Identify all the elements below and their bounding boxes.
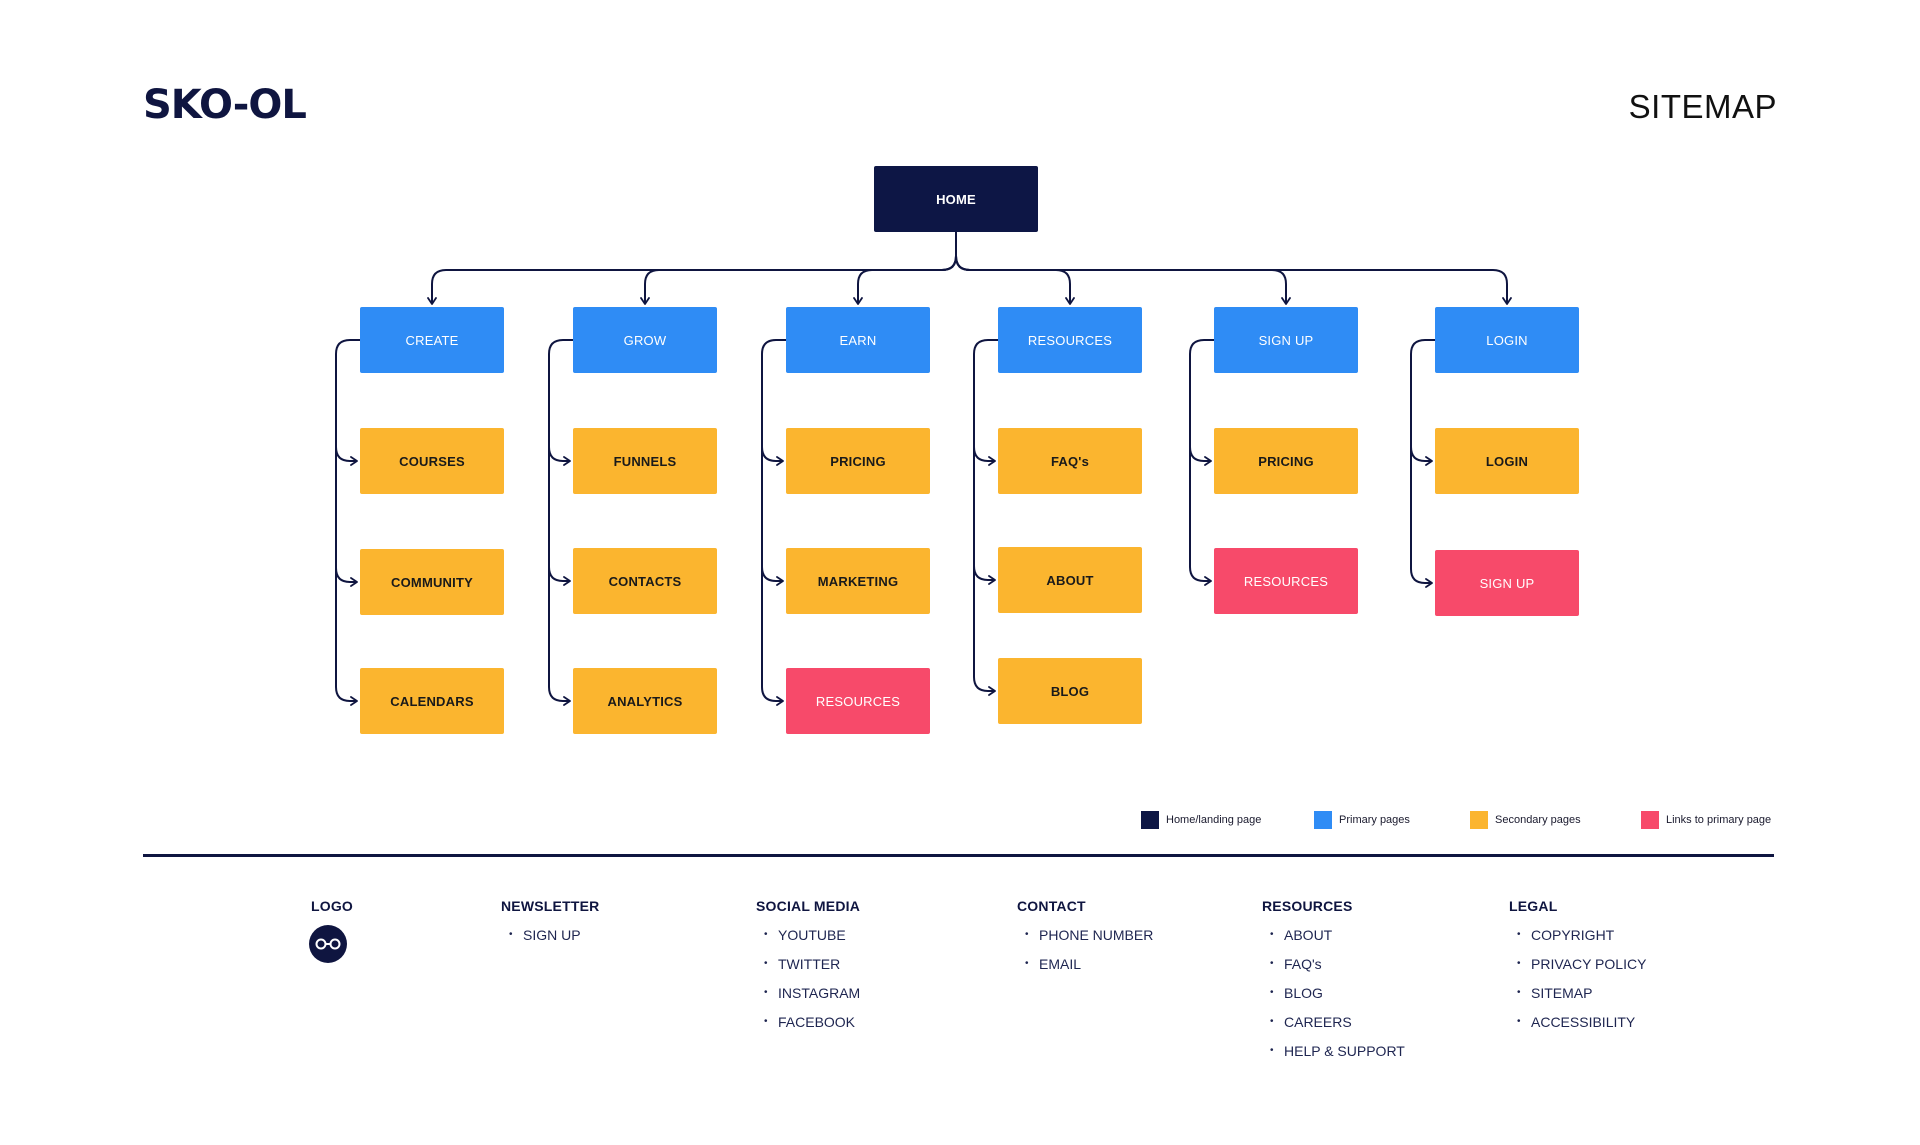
- child-node-earn-pricing[interactable]: PRICING: [786, 428, 930, 494]
- spine-earn: [761, 339, 786, 687]
- connector-login-1: [1410, 568, 1433, 588]
- home-node[interactable]: HOME: [874, 166, 1038, 232]
- connector-create-1: [335, 567, 358, 587]
- footer-contact: CONTACT PHONE NUMBER EMAIL: [1017, 898, 1153, 984]
- footer-link-about[interactable]: ABOUT: [1262, 926, 1405, 955]
- footer-social-heading: SOCIAL MEDIA: [756, 898, 861, 914]
- legend-swatch-primary: [1314, 811, 1332, 829]
- connector-grow-1: [548, 566, 571, 586]
- footer-newsletter-heading: NEWSLETTER: [501, 898, 600, 914]
- legend-link: Links to primary page: [1641, 811, 1771, 829]
- child-node-create-courses[interactable]: COURSES: [360, 428, 504, 494]
- branch-to-login: [955, 255, 1512, 305]
- child-node-resources-blog[interactable]: BLOG: [998, 658, 1142, 724]
- branch-to-earn: [853, 255, 957, 305]
- footer-link-facebook[interactable]: FACEBOOK: [756, 1013, 860, 1042]
- spine-create: [335, 339, 360, 687]
- primary-node-resources[interactable]: RESOURCES: [998, 307, 1142, 373]
- footer-contact-heading: CONTACT: [1017, 898, 1086, 914]
- footer-link-youtube[interactable]: YOUTUBE: [756, 926, 860, 955]
- child-node-resources-faq-s[interactable]: FAQ's: [998, 428, 1142, 494]
- footer-link-email[interactable]: EMAIL: [1017, 955, 1153, 984]
- footer-link-instagram[interactable]: INSTAGRAM: [756, 984, 860, 1013]
- branch-to-create: [427, 255, 957, 305]
- branch-to-resources: [955, 255, 1075, 305]
- footer-link-faqs[interactable]: FAQ's: [1262, 955, 1405, 984]
- footer-social: SOCIAL MEDIA YOUTUBE TWITTER INSTAGRAM F…: [756, 898, 860, 1042]
- connector-sign-up-0: [1189, 446, 1212, 466]
- page-title: SITEMAP: [1628, 88, 1777, 125]
- child-node-earn-resources[interactable]: RESOURCES: [786, 668, 930, 734]
- connector-grow-2: [548, 686, 571, 706]
- footer-logo-icon[interactable]: [309, 925, 347, 963]
- footer-newsletter: NEWSLETTER SIGN UP: [501, 898, 599, 955]
- footer-link-phone[interactable]: PHONE NUMBER: [1017, 926, 1153, 955]
- child-node-earn-marketing[interactable]: MARKETING: [786, 548, 930, 614]
- glasses-icon: [315, 938, 341, 950]
- footer-logo-heading: LOGO: [311, 898, 354, 914]
- legend-swatch-secondary: [1470, 811, 1488, 829]
- connector-earn-0: [761, 446, 784, 466]
- legend-label-link: Links to primary page: [1666, 814, 1772, 826]
- footer-link-signup[interactable]: SIGN UP: [501, 926, 599, 955]
- child-node-grow-funnels[interactable]: FUNNELS: [573, 428, 717, 494]
- spine-sign-up: [1189, 339, 1214, 567]
- branch-to-sign-up: [955, 255, 1291, 305]
- primary-node-grow[interactable]: GROW: [573, 307, 717, 373]
- child-node-login-sign-up[interactable]: SIGN UP: [1435, 550, 1579, 616]
- footer-link-blog[interactable]: BLOG: [1262, 984, 1405, 1013]
- child-node-login-login[interactable]: LOGIN: [1435, 428, 1579, 494]
- connector-resources-0: [973, 446, 996, 466]
- footer-divider: [143, 854, 1774, 857]
- legend-secondary: Secondary pages: [1470, 811, 1581, 829]
- legend-label-home: Home/landing page: [1166, 814, 1262, 826]
- footer-link-twitter[interactable]: TWITTER: [756, 955, 860, 984]
- legend-label-primary: Primary pages: [1339, 814, 1410, 826]
- primary-node-create[interactable]: CREATE: [360, 307, 504, 373]
- spine-resources: [973, 339, 998, 677]
- footer-link-privacy[interactable]: PRIVACY POLICY: [1509, 955, 1646, 984]
- primary-node-sign-up[interactable]: SIGN UP: [1214, 307, 1358, 373]
- connector-earn-1: [761, 566, 784, 586]
- footer-legal-heading: LEGAL: [1509, 898, 1558, 914]
- connector-grow-0: [548, 446, 571, 466]
- child-node-sign-up-pricing[interactable]: PRICING: [1214, 428, 1358, 494]
- footer-link-careers[interactable]: CAREERS: [1262, 1013, 1405, 1042]
- footer-resources-heading: RESOURCES: [1262, 898, 1353, 914]
- footer-link-copyright[interactable]: COPYRIGHT: [1509, 926, 1646, 955]
- connector-sign-up-1: [1189, 566, 1212, 586]
- legend-label-secondary: Secondary pages: [1495, 814, 1581, 826]
- legend-swatch-home: [1141, 811, 1159, 829]
- primary-node-login[interactable]: LOGIN: [1435, 307, 1579, 373]
- brand-logo[interactable]: SKO-OL: [143, 82, 307, 128]
- legend-home: Home/landing page: [1141, 811, 1261, 829]
- connector-create-2: [335, 686, 358, 706]
- footer-logo-column: LOGO: [311, 898, 353, 926]
- spine-grow: [548, 339, 573, 687]
- child-node-sign-up-resources[interactable]: RESOURCES: [1214, 548, 1358, 614]
- child-node-grow-analytics[interactable]: ANALYTICS: [573, 668, 717, 734]
- footer-link-help[interactable]: HELP & SUPPORT: [1262, 1042, 1405, 1071]
- child-node-create-calendars[interactable]: CALENDARS: [360, 668, 504, 734]
- connector-earn-2: [761, 686, 784, 706]
- footer-resources: RESOURCES ABOUT FAQ's BLOG CAREERS HELP …: [1262, 898, 1405, 1071]
- footer-legal: LEGAL COPYRIGHT PRIVACY POLICY SITEMAP A…: [1509, 898, 1646, 1042]
- connector-resources-2: [973, 676, 996, 696]
- spine-login: [1410, 339, 1435, 569]
- legend-swatch-link: [1641, 811, 1659, 829]
- footer-link-sitemap[interactable]: SITEMAP: [1509, 984, 1646, 1013]
- branch-to-grow: [640, 255, 957, 305]
- primary-node-earn[interactable]: EARN: [786, 307, 930, 373]
- connector-resources-1: [973, 565, 996, 585]
- footer-link-accessibility[interactable]: ACCESSIBILITY: [1509, 1013, 1646, 1042]
- child-node-create-community[interactable]: COMMUNITY: [360, 549, 504, 615]
- child-node-resources-about[interactable]: ABOUT: [998, 547, 1142, 613]
- connector-create-0: [335, 446, 358, 466]
- child-node-grow-contacts[interactable]: CONTACTS: [573, 548, 717, 614]
- legend-primary: Primary pages: [1314, 811, 1410, 829]
- connector-login-0: [1410, 446, 1433, 466]
